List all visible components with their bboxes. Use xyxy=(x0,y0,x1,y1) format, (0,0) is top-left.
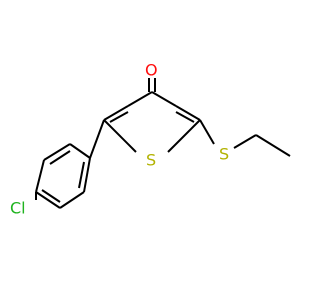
bond-ph1-ph2 xyxy=(69,143,91,159)
thiopyranone-ring xyxy=(103,91,201,153)
bond-ph4-ph5 xyxy=(35,191,61,209)
bond-ph2-ph3-inner xyxy=(49,150,71,165)
bond-s-ch2 xyxy=(233,134,257,149)
bond-c4-c3 xyxy=(127,91,153,107)
ethylthio-group xyxy=(199,119,291,157)
carbonyl-group xyxy=(148,78,156,92)
bond-c5-c6-inner xyxy=(175,111,195,123)
oxygen-label: O xyxy=(145,61,158,80)
background xyxy=(0,0,300,300)
chlorine-label: Cl xyxy=(10,199,26,218)
bond-ph6-ph1-inner xyxy=(78,161,85,189)
chlorophenyl-group xyxy=(35,119,105,209)
ring-sulfur-label: S xyxy=(146,151,156,170)
bond-c3-c2-inner xyxy=(109,111,129,123)
bond-c4-c5 xyxy=(151,91,177,107)
bond-ph2-ph3 xyxy=(43,143,71,161)
bond-c3-c2 xyxy=(103,105,129,121)
thioether-sulfur-label: S xyxy=(219,145,229,164)
bond-c2-s1 xyxy=(103,119,137,153)
molecule-structure: O S S Cl xyxy=(0,0,300,300)
bond-ch2-ch3 xyxy=(255,134,291,157)
bond-c6-s1 xyxy=(167,119,201,153)
bond-c6-s xyxy=(199,119,215,145)
bond-ph4-ph5-inner xyxy=(41,189,61,203)
bond-c2-aryl xyxy=(89,119,105,159)
bond-ph5-ph6 xyxy=(59,191,85,209)
bond-c5-c6 xyxy=(175,105,201,121)
bond-ph6-ph1 xyxy=(83,157,91,193)
bond-ph3-ph4 xyxy=(35,159,45,193)
